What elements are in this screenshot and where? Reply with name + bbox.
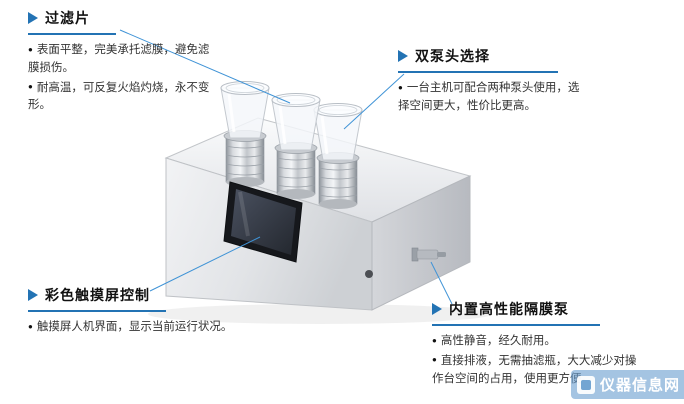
connector-line-filter-disc bbox=[119, 29, 291, 104]
device-shadow bbox=[148, 304, 492, 324]
callout-point-text: 触摸屏人机界面，显示当前运行状况。 bbox=[36, 321, 233, 333]
callout-pump-heads: 双泵头选择 ●一台主机可配合两种泵头使用，选择空间更大，性价比更高。 bbox=[398, 46, 583, 118]
watermark: 仪器信息网 bbox=[570, 370, 684, 399]
bullet-icon: ● bbox=[432, 355, 437, 365]
callout-title: 过滤片 bbox=[45, 10, 90, 26]
bullet-icon: ● bbox=[28, 44, 33, 54]
callout-filter-disc: 过滤片 ●表面平整，完美承托滤膜，避免滤膜损伤。 ●耐高温，可反复火焰灼烧，永不… bbox=[28, 8, 213, 117]
device-right-face bbox=[371, 175, 471, 311]
bullet-icon: ● bbox=[28, 82, 33, 92]
triangle-marker-icon bbox=[28, 289, 38, 301]
front-port-dot bbox=[365, 270, 373, 278]
bullet-icon: ● bbox=[28, 321, 33, 331]
callout-point-text: 一台主机可配合两种泵头使用，选择空间更大，性价比更高。 bbox=[398, 82, 580, 112]
triangle-marker-icon bbox=[432, 303, 442, 315]
bullet-icon: ● bbox=[398, 82, 403, 92]
callout-diaphragm-pump-body: ●高性静音，经久耐用。 ●直接排液，无需抽滤瓶，大大减少对操作台空间的占用，使用… bbox=[432, 333, 640, 388]
funnel-assembly-1 bbox=[220, 81, 270, 187]
callout-title: 双泵头选择 bbox=[415, 48, 490, 64]
connector-line-diaphragm-pump bbox=[430, 261, 453, 305]
connector-lines bbox=[119, 29, 453, 305]
callout-point: ●直接排液，无需抽滤瓶，大大减少对操作台空间的占用，使用更方便。 bbox=[432, 353, 640, 389]
callout-diaphragm-pump: 内置高性能隔膜泵 ●高性静音，经久耐用。 ●直接排液，无需抽滤瓶，大大减少对操作… bbox=[432, 299, 640, 390]
bullet-icon: ● bbox=[432, 335, 437, 345]
triangle-marker-icon bbox=[28, 12, 38, 24]
connector-line-touchscreen bbox=[149, 236, 261, 292]
callout-point: ●表面平整，完美承托滤膜，避免滤膜损伤。 bbox=[28, 42, 213, 78]
callout-title: 内置高性能隔膜泵 bbox=[449, 301, 569, 317]
callout-point: ●耐高温，可反复火焰灼烧，永不变形。 bbox=[28, 80, 213, 116]
callout-filter-disc-body: ●表面平整，完美承托滤膜，避免滤膜损伤。 ●耐高温，可反复火焰灼烧，永不变形。 bbox=[28, 42, 213, 115]
callout-point-text: 表面平整，完美承托滤膜，避免滤膜损伤。 bbox=[28, 44, 210, 74]
callout-touchscreen-header: 彩色触摸屏控制 bbox=[28, 285, 166, 312]
triangle-marker-icon bbox=[398, 50, 408, 62]
connector-line-pump-heads bbox=[343, 73, 405, 130]
outlet-nozzle bbox=[411, 247, 446, 262]
callout-pump-heads-header: 双泵头选择 bbox=[398, 46, 558, 73]
watermark-text: 仪器信息网 bbox=[599, 377, 680, 394]
callout-touchscreen: 彩色触摸屏控制 ●触摸屏人机界面，显示当前运行状况。 bbox=[28, 285, 270, 339]
callout-point: ●触摸屏人机界面，显示当前运行状况。 bbox=[28, 319, 270, 337]
callout-filter-disc-header: 过滤片 bbox=[28, 8, 116, 35]
callout-pump-heads-body: ●一台主机可配合两种泵头使用，选择空间更大，性价比更高。 bbox=[398, 80, 583, 116]
callout-point: ●一台主机可配合两种泵头使用，选择空间更大，性价比更高。 bbox=[398, 80, 583, 116]
callout-point-text: 高性静音，经久耐用。 bbox=[440, 335, 556, 347]
callout-point-text: 直接排液，无需抽滤瓶，大大减少对操作台空间的占用，使用更方便。 bbox=[432, 354, 637, 385]
callout-point-text: 耐高温，可反复火焰灼烧，永不变形。 bbox=[28, 81, 210, 112]
watermark-logo-icon bbox=[576, 375, 595, 394]
touchscreen-display bbox=[223, 181, 303, 263]
callout-touchscreen-body: ●触摸屏人机界面，显示当前运行状况。 bbox=[28, 319, 270, 337]
callout-title: 彩色触摸屏控制 bbox=[45, 287, 150, 303]
callout-point: ●高性静音，经久耐用。 bbox=[432, 333, 640, 351]
funnel-assembly-2 bbox=[271, 93, 321, 199]
callout-diaphragm-pump-header: 内置高性能隔膜泵 bbox=[432, 299, 600, 326]
